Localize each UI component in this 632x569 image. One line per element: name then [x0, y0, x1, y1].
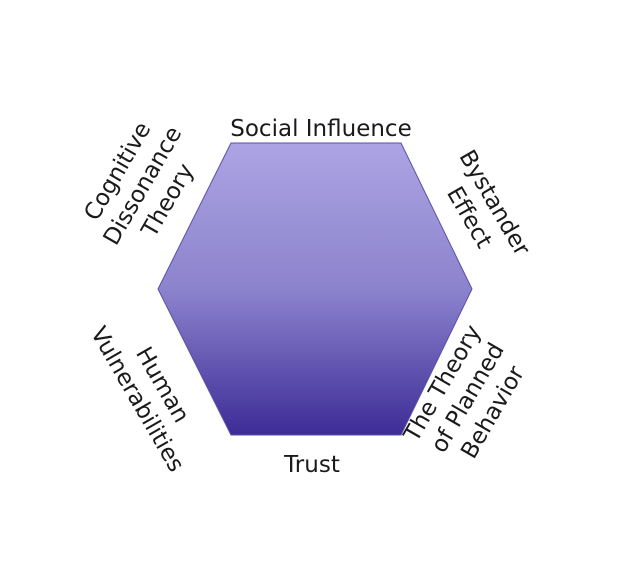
label-trust: Trust — [283, 452, 340, 478]
central-hexagon — [157, 142, 473, 436]
label-social-influence: Social Influence — [230, 116, 411, 142]
